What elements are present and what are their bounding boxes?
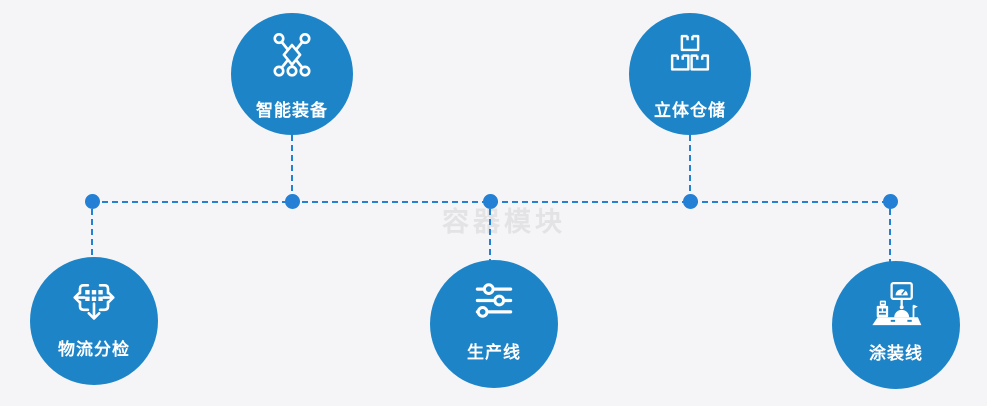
connector-painting-line [889, 209, 891, 263]
junction-dot [683, 194, 698, 209]
node-smart-equipment[interactable]: 智能装备 [231, 13, 353, 135]
sorting-dispatch-icon [73, 283, 115, 320]
node-logistics-sorting[interactable]: 物流分检 [30, 257, 158, 385]
connector-smart-equipment [291, 135, 293, 201]
junction-dot [285, 194, 300, 209]
junction-dot [883, 194, 898, 209]
node-label: 涂装线 [869, 344, 923, 363]
junction-dot [483, 194, 498, 209]
watermark-text: 容器模块 [442, 207, 566, 237]
connector-production-line [489, 209, 491, 261]
junction-dot [85, 194, 100, 209]
node-production-line[interactable]: 生产线 [430, 260, 558, 388]
node-painting-line[interactable]: 涂装线 [832, 261, 960, 389]
node-label: 生产线 [467, 343, 521, 362]
node-stereo-warehouse[interactable]: 立体仓储 [629, 13, 751, 135]
connector-logistics-sorting [91, 209, 93, 258]
node-label: 立体仓储 [654, 101, 726, 120]
node-label: 物流分检 [58, 340, 130, 359]
network-nodes-icon [273, 33, 311, 77]
machine-station-icon [872, 281, 922, 326]
node-label: 智能装备 [256, 101, 328, 120]
connector-stereo-warehouse [689, 135, 691, 201]
stacked-boxes-icon [670, 34, 710, 71]
sliders-icon [475, 283, 513, 318]
